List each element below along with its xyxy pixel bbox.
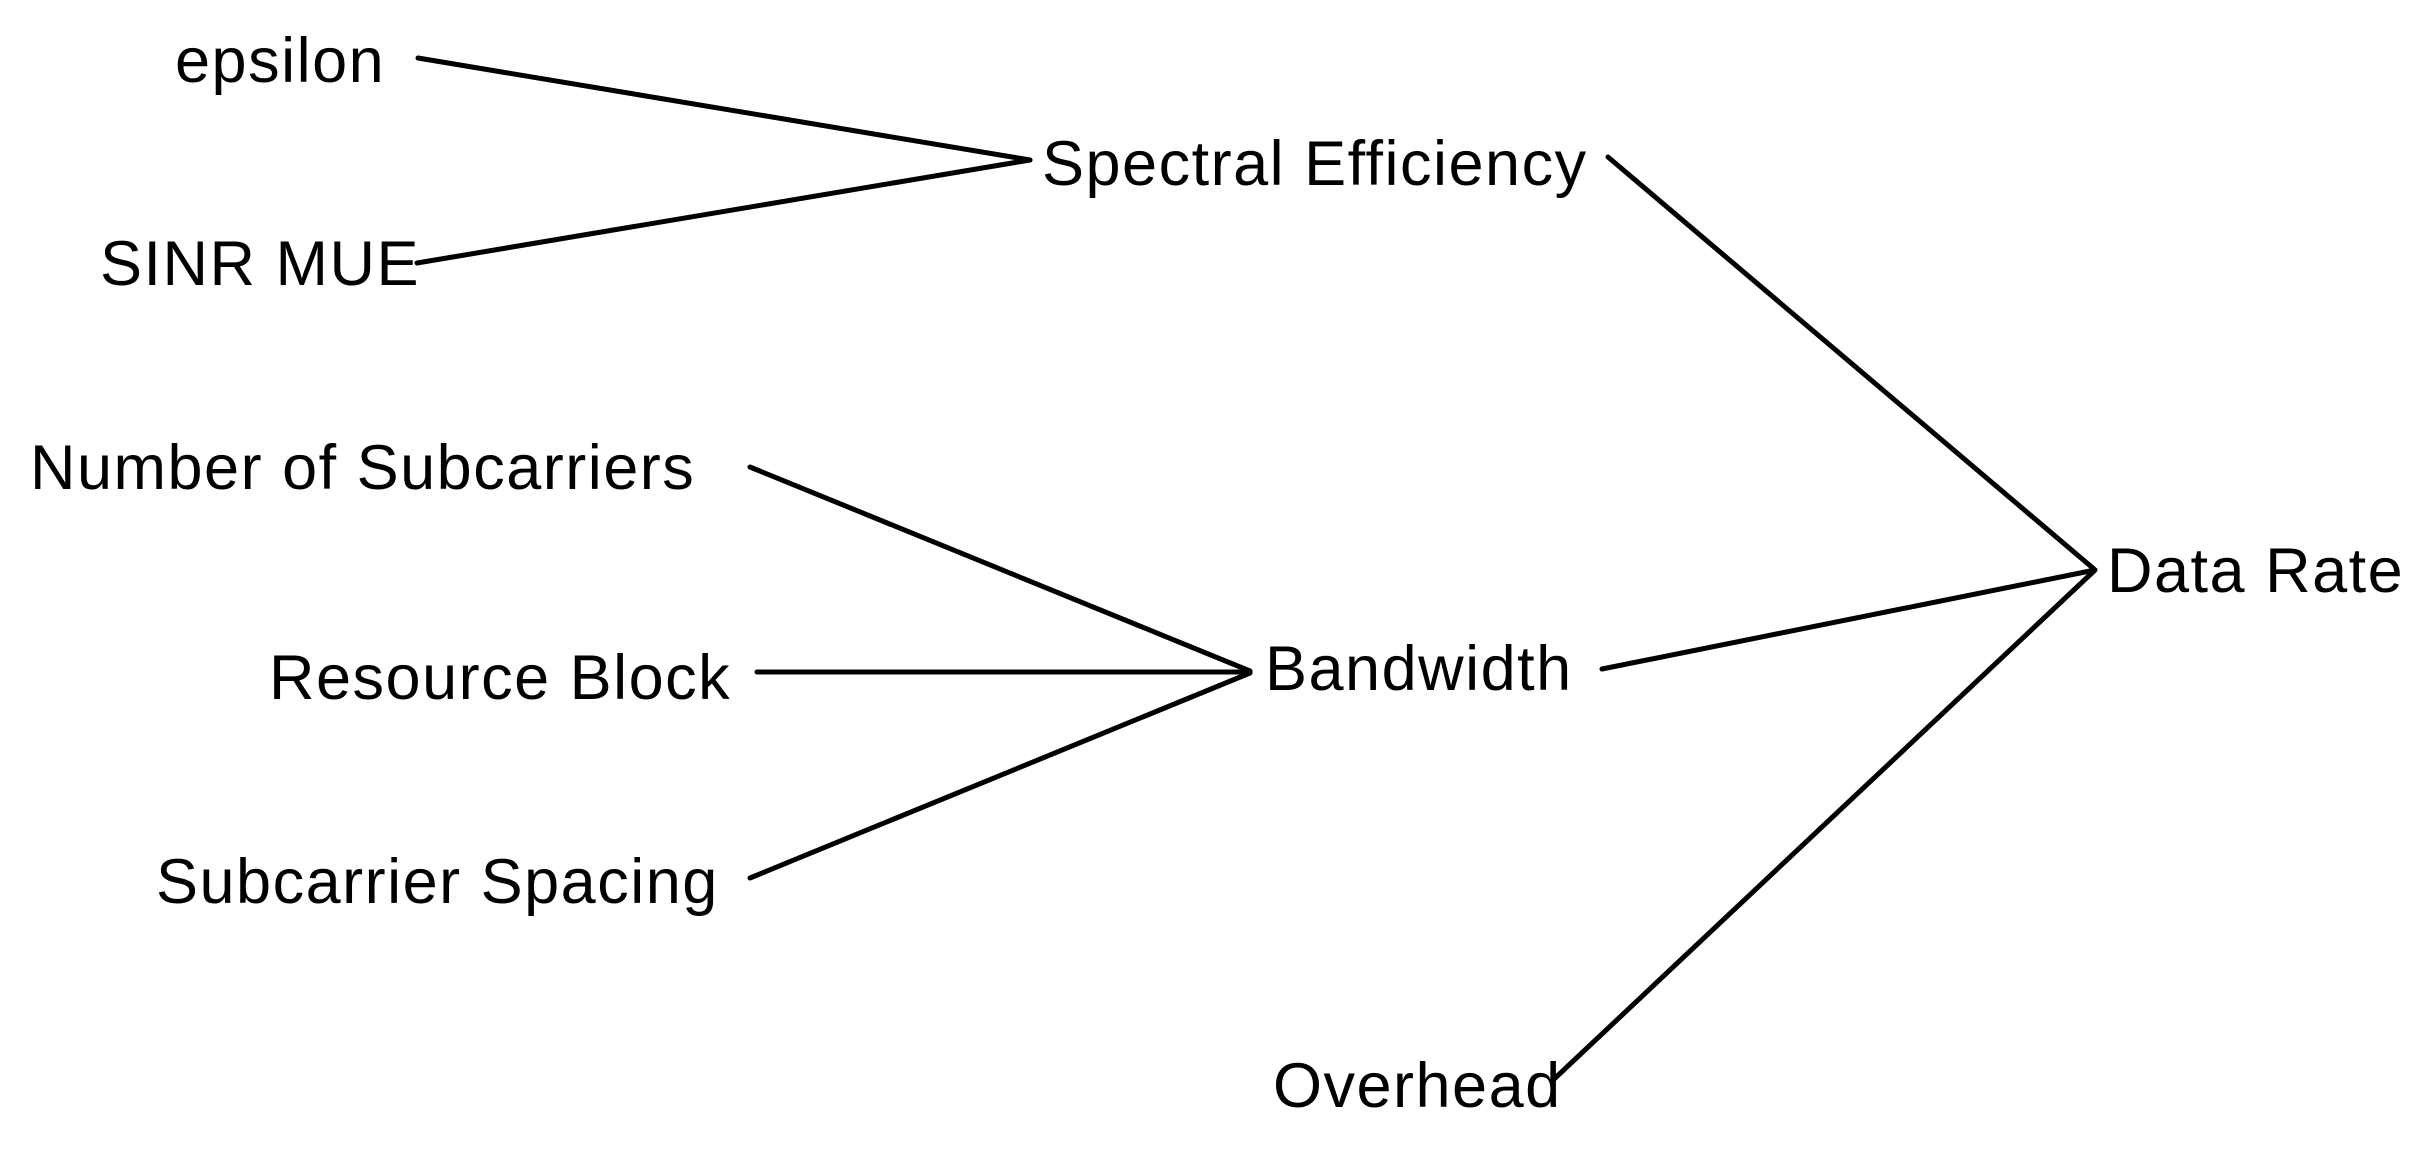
node-label-bandwidth: Bandwidth (1265, 634, 1573, 704)
node-label-data-rate: Data Rate (2107, 536, 2404, 606)
node-label-spectral-efficiency: Spectral Efficiency (1042, 129, 1588, 199)
edges-layer (414, 55, 2098, 1084)
edge-bandwidth-to-data-rate (1599, 567, 2098, 672)
node-label-number-of-subcarriers: Number of Subcarriers (30, 433, 695, 503)
edge-epsilon-to-spectral-efficiency (415, 55, 1033, 163)
edge-spectral-efficiency-to-data-rate (1605, 154, 2097, 572)
edge-sinr-mue-to-spectral-efficiency (414, 157, 1033, 266)
node-label-sinr-mue: SINR MUE (100, 229, 420, 299)
node-label-resource-block: Resource Block (269, 643, 731, 713)
node-label-overhead: Overhead (1273, 1051, 1562, 1121)
node-label-subcarrier-spacing: Subcarrier Spacing (156, 847, 719, 917)
edge-number-of-subcarriers-to-bandwidth (747, 464, 1253, 674)
edge-overhead-to-data-rate (1549, 568, 2097, 1084)
edge-subcarrier-spacing-to-bandwidth (747, 670, 1253, 881)
node-label-epsilon: epsilon (175, 26, 385, 96)
